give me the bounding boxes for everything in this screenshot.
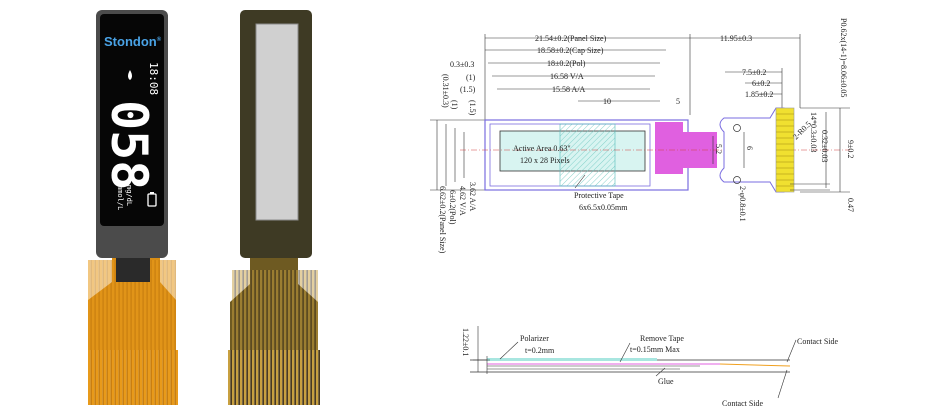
back-fpc-traces <box>232 270 318 350</box>
dim-fpc-6: 6±0.2 <box>752 79 770 88</box>
side-view <box>470 326 797 399</box>
dim-right-length: 11.95±0.3 <box>720 34 752 43</box>
glucose-reading: 058 <box>100 100 158 190</box>
dim-v-1: (1) <box>450 100 459 110</box>
remove-tape-label: Remove Tape <box>640 334 684 343</box>
polarizer-thickness: t=0.2mm <box>525 346 555 355</box>
dim-w-147: 14*0.3±0.03 <box>809 112 818 152</box>
dim-v-6: 6 <box>745 146 754 150</box>
dim-w-032: 0.32±0.03 <box>820 130 829 162</box>
dim-panel-662: 6.62±0.2(Panel Size) <box>438 186 447 254</box>
drop-icon <box>128 70 132 80</box>
fpc-outline <box>719 107 785 193</box>
mount-hole-top <box>733 124 741 132</box>
front-contacts <box>88 350 178 405</box>
back-contacts <box>228 350 320 405</box>
dim-pol: 18±0.2(Pol) <box>547 59 586 68</box>
pixels-label: 120 x 28 Pixels <box>520 156 570 165</box>
oled-front-photo: Stondon® 18:08 058 mg/dL mmol/L <box>88 10 178 405</box>
side-thickness: 1.22±0.1 <box>461 328 470 356</box>
dim-left-03: 0.3±0.3 <box>450 60 474 69</box>
dim-five: 5 <box>676 97 680 106</box>
dim-h-9: 9±0.2 <box>846 140 855 158</box>
mechanical-drawing <box>430 34 801 191</box>
ic-area <box>655 122 683 174</box>
contact-side-bottom: Contact Side <box>722 399 764 408</box>
glue-label: Glue <box>658 377 674 386</box>
dim-left-1: (1) <box>466 73 476 82</box>
unit-mgdl: mg/dL <box>125 185 133 206</box>
back-plate <box>255 23 299 221</box>
dim-hole: 2-φ0.8±0.1 <box>738 186 747 222</box>
left-vertical-dims: (0.31±0.3) (1) (1.5) 3.62 A/A 4.62 V/A 6… <box>438 74 477 254</box>
side-polarizer <box>487 358 657 361</box>
dim-va: 16.58 V/A <box>550 72 584 81</box>
active-area-label: Active Area 0.63" <box>513 144 571 153</box>
dim-pol-6: 6±0.2(Pol) <box>448 190 457 225</box>
dim-v-52: 5.2 <box>714 144 723 154</box>
time-readout: 18:08 <box>147 62 160 95</box>
dim-panel-size: 21.54±0.2(Panel Size) <box>535 34 607 43</box>
protective-tape-size: 6x6.5x0.05mm <box>579 203 628 212</box>
battery-tip <box>150 192 154 194</box>
dim-fpc-185: 1.85±0.2 <box>745 90 773 99</box>
polarizer-label: Polarizer <box>520 334 549 343</box>
dim-pitch: P0.62x(14-1)=8.06±0.05 <box>839 18 848 97</box>
dim-aa: 15.58 A/A <box>552 85 586 94</box>
oled-back-photo <box>228 10 320 405</box>
dim-v-15: (1.5) <box>468 100 477 116</box>
protective-tape-area <box>559 123 616 187</box>
contact-side-top: Contact Side <box>797 337 839 346</box>
dim-left-15: (1.5) <box>460 85 476 94</box>
dim-v-031: (0.31±0.3) <box>441 74 450 108</box>
remove-tape-thickness: t=0.15mm Max <box>630 345 680 354</box>
dim-v-047: 0.47 <box>846 198 855 212</box>
mount-hole-bottom <box>733 176 741 184</box>
unit-mmol: mmol/L <box>116 185 124 210</box>
pad-lines <box>776 113 794 187</box>
protective-tape-label: Protective Tape <box>574 191 624 200</box>
dim-ten: 10 <box>603 97 611 106</box>
dim-aa-362: 3.62 A/A <box>468 182 477 212</box>
front-fpc-ic <box>116 258 150 282</box>
dim-fpc-75: 7.5±0.2 <box>742 68 766 77</box>
front-display <box>100 14 164 226</box>
brand-text: Stondon® <box>104 34 162 49</box>
dim-cap-size: 18.58±0.2(Cap Size) <box>537 46 604 55</box>
dim-va-462: 4.62 V/A <box>458 186 467 216</box>
